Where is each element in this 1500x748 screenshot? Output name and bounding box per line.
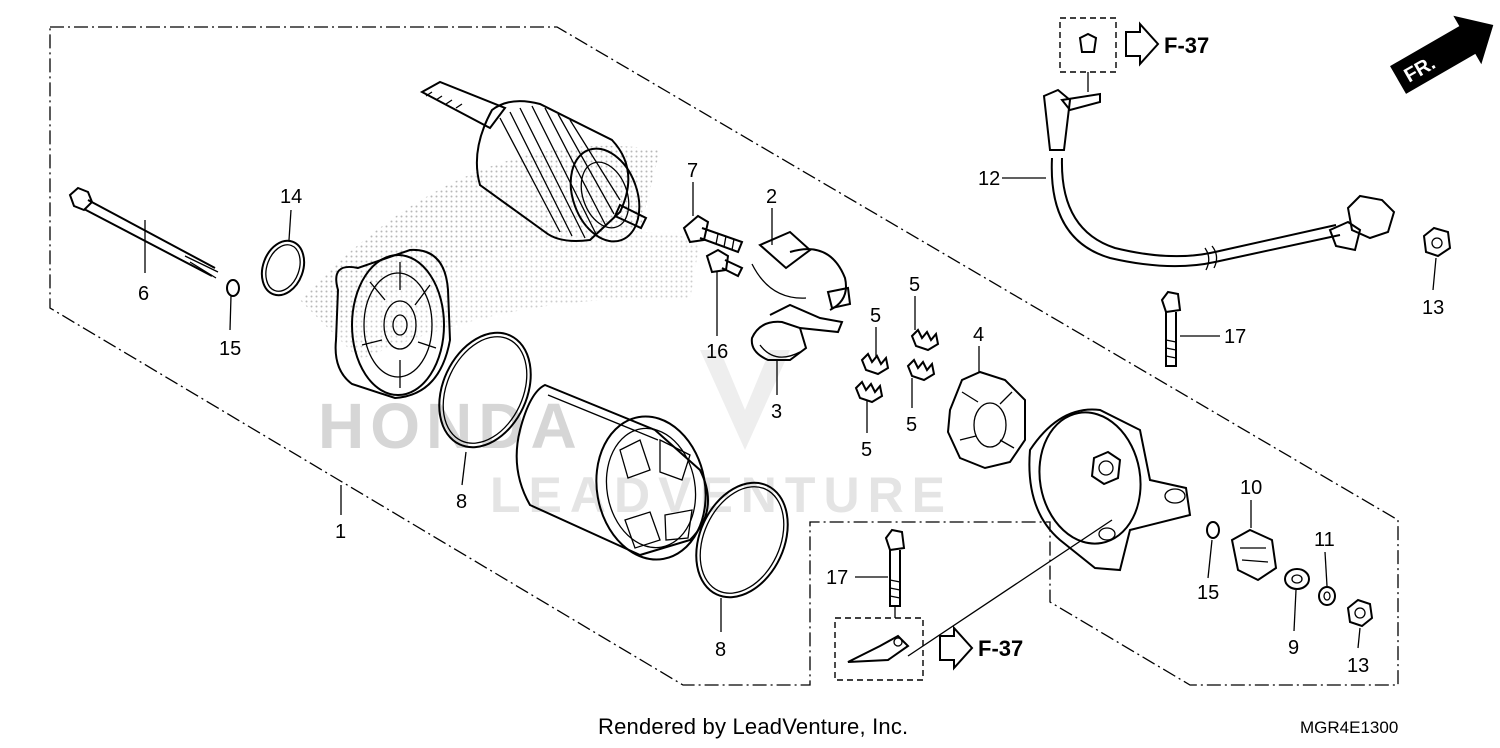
leadventure-watermark: LEADVENTURE xyxy=(490,467,953,523)
callout-17b[interactable]: 17 xyxy=(826,567,848,589)
honda-watermark-text: HONDA xyxy=(318,390,583,462)
brush-plate[interactable] xyxy=(750,303,844,361)
callout-6[interactable]: 6 xyxy=(138,283,149,305)
callout-5b[interactable]: 5 xyxy=(870,305,881,327)
washer-15-right[interactable] xyxy=(1206,521,1220,539)
terminal-bolt[interactable] xyxy=(682,214,744,254)
ref-arrow-bottom[interactable]: F-37 xyxy=(939,625,1023,671)
brush-spring-4[interactable] xyxy=(906,358,936,382)
ref-arrow-top[interactable]: F-37 xyxy=(1125,21,1209,67)
brush-spring-3[interactable] xyxy=(854,380,884,404)
brush-spring-2[interactable] xyxy=(910,328,940,352)
callout-3[interactable]: 3 xyxy=(771,401,782,423)
callout-12[interactable]: 12 xyxy=(978,168,1000,190)
brush-carrier[interactable] xyxy=(946,370,1026,470)
bolt-17-lower[interactable] xyxy=(884,528,906,607)
washer-15-left[interactable] xyxy=(226,279,240,297)
callout-8b[interactable]: 8 xyxy=(715,639,726,661)
inset-box-bottom xyxy=(834,519,1113,681)
nut-13-top[interactable] xyxy=(1422,226,1452,258)
callout-14[interactable]: 14 xyxy=(280,186,302,208)
callout-15a[interactable]: 15 xyxy=(219,338,241,360)
callout-7[interactable]: 7 xyxy=(687,160,698,182)
front-direction-arrow: FR. xyxy=(1390,15,1494,94)
bolt-17-upper[interactable] xyxy=(1160,290,1182,367)
callout-16[interactable]: 16 xyxy=(706,341,728,363)
callout-4[interactable]: 4 xyxy=(973,324,984,346)
leader-lines xyxy=(144,177,1437,649)
o-ring-14[interactable] xyxy=(255,235,312,301)
o-ring-8-left[interactable] xyxy=(422,318,549,462)
callout-10[interactable]: 10 xyxy=(1240,477,1262,499)
motor-case[interactable] xyxy=(515,383,717,568)
callout-9[interactable]: 9 xyxy=(1288,637,1299,659)
callout-2[interactable]: 2 xyxy=(766,186,777,208)
callout-17a[interactable]: 17 xyxy=(1224,326,1246,348)
ref-label-bottom: F-37 xyxy=(978,636,1023,661)
starter-cable[interactable] xyxy=(1042,88,1396,271)
footer-credit: Rendered by LeadVenture, Inc. xyxy=(598,714,909,739)
callout-5d[interactable]: 5 xyxy=(861,439,872,461)
callout-5a[interactable]: 5 xyxy=(909,274,920,296)
washer-9[interactable] xyxy=(1284,568,1310,590)
callout-13a[interactable]: 13 xyxy=(1422,297,1444,319)
leadventure-logo-watermark xyxy=(700,350,790,450)
callout-8a[interactable]: 8 xyxy=(456,491,467,513)
brush-spring-1[interactable] xyxy=(860,352,890,376)
armature[interactable] xyxy=(419,80,651,251)
brush-holder[interactable] xyxy=(751,230,852,311)
callouts: 1 2 3 4 5 5 5 5 6 7 8 8 9 10 11 12 13 13… xyxy=(138,160,1444,677)
nut-13-bottom[interactable] xyxy=(1346,598,1374,628)
callout-11[interactable]: 11 xyxy=(1314,529,1335,551)
screw-16[interactable] xyxy=(705,248,744,278)
inset-box-top xyxy=(1059,17,1117,92)
callout-5c[interactable]: 5 xyxy=(906,414,917,436)
callout-1[interactable]: 1 xyxy=(335,521,346,543)
through-bolt[interactable] xyxy=(68,186,219,279)
front-cover[interactable] xyxy=(334,248,452,400)
callout-13b[interactable]: 13 xyxy=(1347,655,1369,677)
callout-15b[interactable]: 15 xyxy=(1197,582,1219,604)
washer-11[interactable] xyxy=(1318,586,1336,606)
ref-label-top: F-37 xyxy=(1164,33,1209,58)
terminal-insulator[interactable] xyxy=(1230,528,1278,582)
diagram-code: MGR4E1300 xyxy=(1300,718,1399,737)
rear-cover[interactable] xyxy=(1028,404,1192,572)
honda-watermark: HONDA xyxy=(300,145,700,462)
